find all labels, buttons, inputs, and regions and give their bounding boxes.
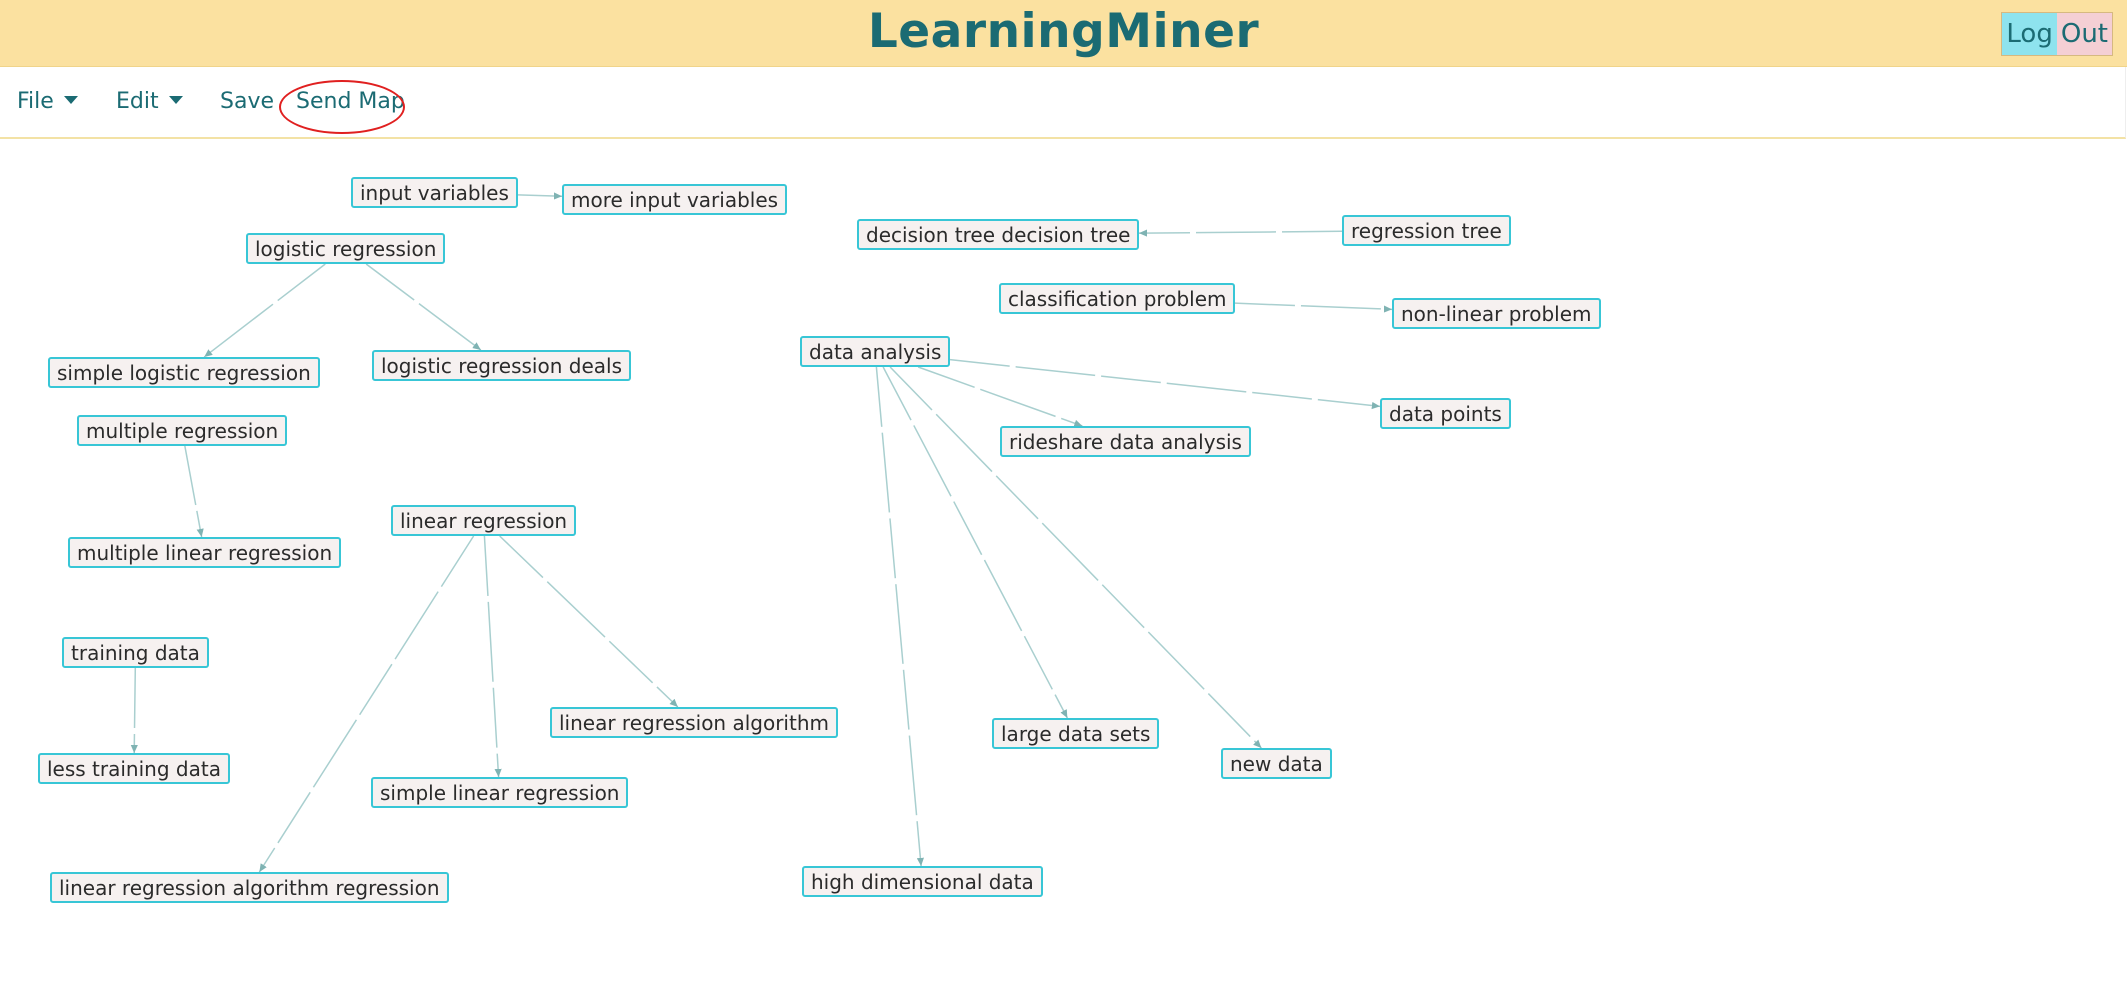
edge-logistic-regression-to-simple-logistic-regression xyxy=(203,263,326,358)
concept-linear-regression-algorithm[interactable]: linear regression algorithm xyxy=(550,707,838,738)
app-title: LearningMiner xyxy=(867,4,1260,59)
concept-new-data[interactable]: new data xyxy=(1221,748,1332,779)
edge-linear-regression-to-linear-regression-algorithm xyxy=(499,535,679,708)
concept-simple-logistic-regression[interactable]: simple logistic regression xyxy=(48,357,320,388)
edge-regression-tree-to-decision-tree-decision-tree xyxy=(1138,229,1343,237)
concept-logistic-regression-deals[interactable]: logistic regression deals xyxy=(372,350,631,381)
edge-multiple-regression-to-multiple-linear-regression xyxy=(184,445,204,538)
send-map-button[interactable]: Send Map xyxy=(296,89,405,114)
logout-label-out[interactable]: Out xyxy=(2056,13,2112,55)
edge-linear-regression-to-simple-linear-regression xyxy=(483,535,502,778)
concept-classification-problem[interactable]: classification problem xyxy=(999,283,1236,314)
concept-more-input-variables[interactable]: more input variables xyxy=(562,184,788,215)
menu-bar: File Edit Save Send Map xyxy=(0,67,2126,139)
chevron-down-icon[interactable] xyxy=(63,96,78,104)
concept-rideshare-data-analysis[interactable]: rideshare data analysis xyxy=(1000,426,1251,457)
concept-data-points[interactable]: data points xyxy=(1380,398,1511,429)
logout-button[interactable]: Log Out xyxy=(2001,12,2113,56)
edit-menu[interactable]: Edit xyxy=(116,89,183,114)
chevron-down-icon[interactable] xyxy=(168,96,183,104)
concept-linear-regression[interactable]: linear regression xyxy=(391,505,577,536)
app-header: LearningMiner Log Out xyxy=(0,0,2127,67)
concept-regression-tree[interactable]: regression tree xyxy=(1342,215,1511,246)
edge-training-data-to-less-training-data xyxy=(130,667,138,754)
edge-classification-problem-to-non-linear-problem xyxy=(1234,302,1393,313)
concept-input-variables[interactable]: input variables xyxy=(351,177,518,208)
file-menu[interactable]: File xyxy=(17,89,78,114)
concept-data-analysis[interactable]: data analysis xyxy=(800,336,951,367)
concept-multiple-regression[interactable]: multiple regression xyxy=(77,415,288,446)
concept-high-dimensional-data[interactable]: high dimensional data xyxy=(802,866,1043,897)
concept-training-data[interactable]: training data xyxy=(62,637,209,668)
edge-data-analysis-to-new-data xyxy=(889,366,1262,749)
save-button[interactable]: Save xyxy=(220,89,275,114)
concept-non-linear-problem[interactable]: non-linear problem xyxy=(1392,298,1601,329)
concept-multiple-linear-regression[interactable]: multiple linear regression xyxy=(68,537,342,568)
edge-data-analysis-to-data-points xyxy=(949,358,1381,410)
edge-data-analysis-to-large-data-sets xyxy=(882,366,1069,719)
concept-logistic-regression[interactable]: logistic regression xyxy=(246,233,446,264)
concept-linear-regression-algorithm-regression[interactable]: linear regression algorithm regression xyxy=(50,872,449,903)
logout-label-log[interactable]: Log xyxy=(2002,13,2057,55)
concept-large-data-sets[interactable]: large data sets xyxy=(992,718,1160,749)
edge-data-analysis-to-high-dimensional-data xyxy=(875,366,924,867)
edge-linear-regression-to-linear-regression-algorithm-regression xyxy=(258,535,475,873)
edge-data-analysis-to-rideshare-data-analysis xyxy=(917,366,1083,427)
file-menu-label[interactable]: File xyxy=(17,89,54,114)
concept-decision-tree-decision-tree[interactable]: decision tree decision tree xyxy=(857,219,1140,250)
edge-logistic-regression-to-logistic-regression-deals xyxy=(365,263,482,351)
edit-menu-label[interactable]: Edit xyxy=(116,89,159,114)
edge-input-variables-to-more-input-variables xyxy=(517,192,563,200)
concept-simple-linear-regression[interactable]: simple linear regression xyxy=(371,777,629,808)
concept-less-training-data[interactable]: less training data xyxy=(38,753,230,784)
